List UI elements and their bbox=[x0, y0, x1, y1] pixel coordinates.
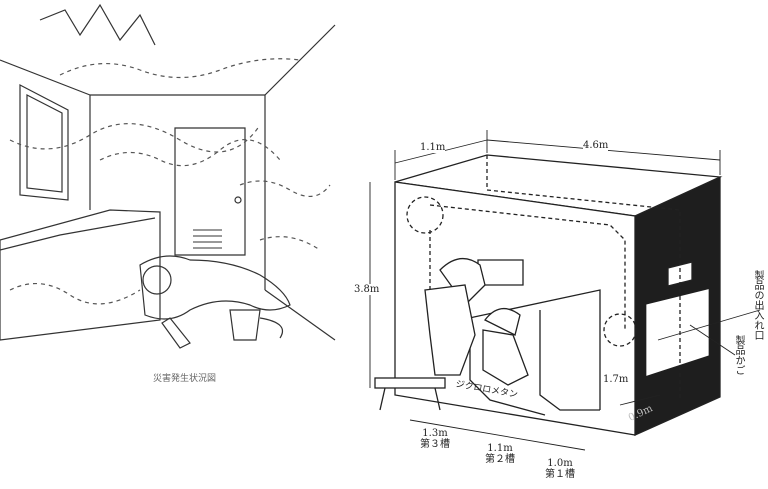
basket-label: 製品かご bbox=[733, 335, 744, 375]
figure-caption: 災害発生状況図 bbox=[153, 374, 217, 384]
tank-2-name: 第２槽 bbox=[485, 454, 515, 465]
worker-collapsed bbox=[482, 308, 529, 386]
tank-height-label: 1.7m bbox=[603, 374, 629, 385]
width-label: 4.6m bbox=[583, 140, 609, 151]
degreasing-tank-diagram bbox=[369, 130, 761, 451]
tank-1-length: 1.0m bbox=[547, 458, 573, 469]
tank-2-length: 1.1m bbox=[487, 443, 513, 454]
tank-1-name: 第１槽 bbox=[545, 469, 575, 480]
worker-standing bbox=[374, 258, 486, 411]
bathroom-scene bbox=[0, 3, 336, 349]
product-port-label: 製品の出入れ口 bbox=[752, 270, 763, 340]
depth-label: 1.1m bbox=[420, 142, 446, 153]
tank-3-length: 1.3m bbox=[422, 428, 448, 439]
tank-1-label: 1.0m 第１槽 bbox=[545, 458, 575, 480]
height-label: 3.8m bbox=[354, 284, 380, 295]
tank-2-label: 1.1m 第２槽 bbox=[485, 443, 515, 465]
tank-3-label: 1.3m 第３槽 bbox=[420, 428, 450, 450]
tank-3-name: 第３槽 bbox=[420, 439, 450, 450]
